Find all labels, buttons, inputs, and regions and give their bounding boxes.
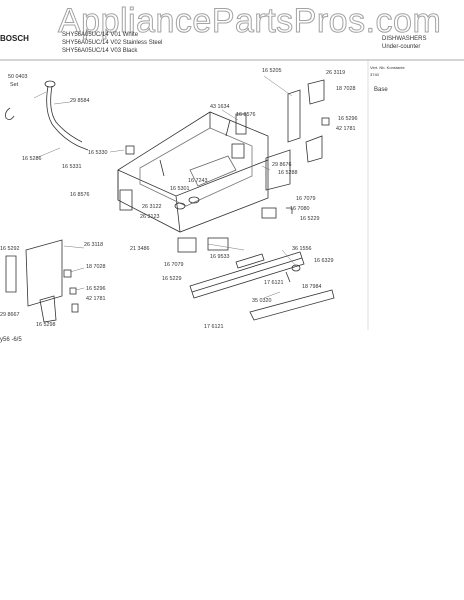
- part-label: 16 8576: [236, 112, 256, 118]
- base-tub: [117, 111, 269, 233]
- part-label: 29 8584: [70, 98, 90, 104]
- part-label: 21 3486: [130, 246, 150, 252]
- part-label: 43 1634: [210, 104, 230, 110]
- part-label: 26 3123: [140, 214, 160, 220]
- part-label: 17 6121: [264, 280, 284, 286]
- model-line-3: SHY56A05UC/14 V03 Black: [62, 48, 138, 54]
- part-label: 16 5205: [262, 68, 282, 74]
- small-note: Vert. Nb. Konstante: [370, 65, 405, 70]
- part-label: 17 6121: [204, 324, 224, 330]
- part-label: 16 5229: [300, 216, 320, 222]
- part-label: 16 7080: [290, 206, 310, 212]
- part-label: 50 0403: [8, 74, 28, 80]
- part-label: 16 5286: [22, 156, 42, 162]
- part-label: 16 5298: [36, 322, 56, 328]
- right-side-bracket: [265, 79, 330, 191]
- small-note-2: 3740: [370, 72, 379, 77]
- left-side-bracket: [5, 239, 79, 323]
- part-label: 18 7028: [86, 264, 106, 270]
- brand-label: BOSCH: [0, 34, 29, 43]
- part-label: 16 5330: [88, 150, 108, 156]
- watermark: AppliancePartsPros.com: [57, 2, 442, 41]
- part-labels: 50 0403 Set 29 8584 16 5286 16 5331 16 5…: [0, 68, 358, 330]
- part-label: 16 7079: [296, 196, 316, 202]
- drain-hose: [5, 80, 89, 151]
- toe-panel: [189, 251, 335, 321]
- part-label: 16 5331: [62, 164, 82, 170]
- category-label: DISHWASHERS: [382, 36, 427, 42]
- part-label: 29 8667: [0, 312, 20, 318]
- part-label: 26 3118: [84, 242, 103, 248]
- part-label: 16 6329: [314, 258, 334, 264]
- part-label: 35 0320: [252, 298, 272, 304]
- subcategory-label: Under-counter: [382, 44, 421, 50]
- part-label: 16 8576: [70, 192, 90, 198]
- part-label: 29 8676: [272, 162, 292, 168]
- part-label: 36 1556: [292, 246, 312, 252]
- part-label: 18 7028: [336, 86, 356, 92]
- leader-lines: [33, 75, 297, 299]
- part-label: 26 3122: [142, 204, 162, 210]
- part-label: 42 1781: [86, 296, 106, 302]
- part-label: Set: [10, 82, 19, 88]
- part-label: 16 7243: [188, 178, 208, 184]
- part-label: 18 7984: [302, 284, 322, 290]
- part-label: 16 5288: [278, 170, 298, 176]
- section-label: Base: [374, 87, 388, 93]
- footer-code: y56 -6/5: [0, 337, 22, 343]
- model-line-2: SHY56A05UC/14 V02 Stainless Steel: [62, 40, 163, 46]
- model-line-1: SHY56A05UC/14 V01 White: [62, 32, 139, 38]
- part-label: 16 9533: [210, 254, 230, 260]
- part-label: 16 5229: [162, 276, 182, 282]
- part-label: 42 1781: [336, 126, 356, 132]
- part-label: 16 5292: [0, 246, 20, 252]
- part-label: 16 5301: [170, 186, 190, 192]
- part-label: 16 7079: [164, 262, 184, 268]
- part-label: 26 3119: [326, 70, 345, 76]
- part-label: 16 5296: [338, 116, 358, 122]
- part-label: 16 5296: [86, 286, 106, 292]
